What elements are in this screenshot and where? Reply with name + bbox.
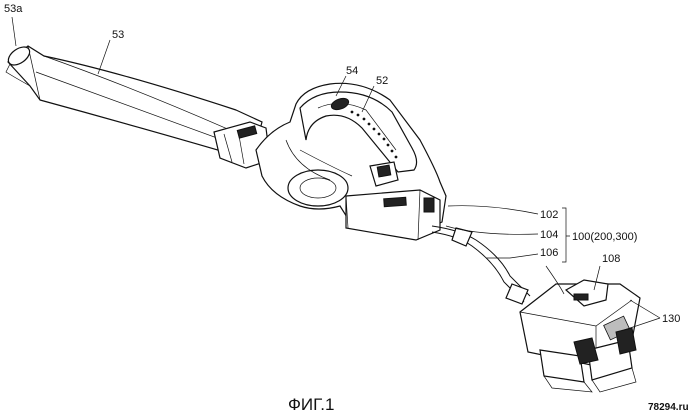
power-cable <box>431 225 531 305</box>
label-108: 108 <box>602 253 620 265</box>
label-104: 104 <box>540 229 558 241</box>
label-54: 54 <box>346 65 358 77</box>
label-106: 106 <box>540 247 558 259</box>
label-52: 52 <box>376 75 388 87</box>
battery-adapter <box>519 279 641 393</box>
label-100-group: 100(200,300) <box>572 231 637 243</box>
blower-body <box>255 82 447 241</box>
blower-nozzle <box>5 45 263 161</box>
switch-button <box>330 97 350 111</box>
leader-lines <box>11 16 661 331</box>
figure-caption: ФИГ.1 <box>288 395 334 414</box>
grip-dots <box>350 110 398 159</box>
label-130: 130 <box>662 313 680 325</box>
label-102: 102 <box>540 209 558 221</box>
watermark: 78294.ru <box>648 402 689 413</box>
label-53: 53 <box>112 29 124 41</box>
label-53a: 53a <box>4 3 23 15</box>
